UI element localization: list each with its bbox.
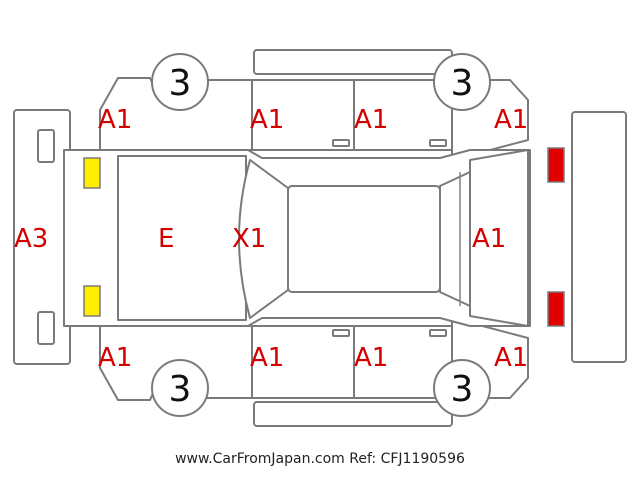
tire-score-rear-right: 3: [451, 369, 474, 410]
code-top-rear-door: A1: [354, 105, 388, 135]
left-taillight-marker: [547, 147, 565, 183]
code-windshield: X1: [232, 224, 266, 254]
code-bottom-front-door: A1: [250, 343, 284, 373]
car-body-top-view: [63, 149, 531, 327]
code-bottom-front-fender: A1: [98, 343, 132, 373]
code-hood: E: [158, 224, 174, 254]
right-headlight-marker: [83, 285, 101, 317]
code-bottom-rear-fender: A1: [494, 343, 528, 373]
code-top-front-door: A1: [250, 105, 284, 135]
code-bottom-rear-door: A1: [354, 343, 388, 373]
tire-score-front-right: 3: [169, 369, 192, 410]
tire-score-front-left: 3: [169, 63, 192, 104]
wheel-rear-right: 3: [433, 359, 491, 417]
left-headlight-marker: [83, 157, 101, 189]
wheel-front-right: 3: [151, 359, 209, 417]
tire-score-rear-left: 3: [451, 63, 474, 104]
code-top-front-fender: A1: [98, 105, 132, 135]
wheel-rear-left: 3: [433, 53, 491, 111]
code-top-rear-fender: A1: [494, 105, 528, 135]
wheel-front-left: 3: [151, 53, 209, 111]
rear-bumper: [571, 111, 627, 363]
code-front-bumper: A3: [14, 224, 48, 254]
footer-credit: www.CarFromJapan.com Ref: CFJ1190596: [175, 451, 465, 467]
right-taillight-marker: [547, 291, 565, 327]
code-rear-panel: A1: [472, 224, 506, 254]
